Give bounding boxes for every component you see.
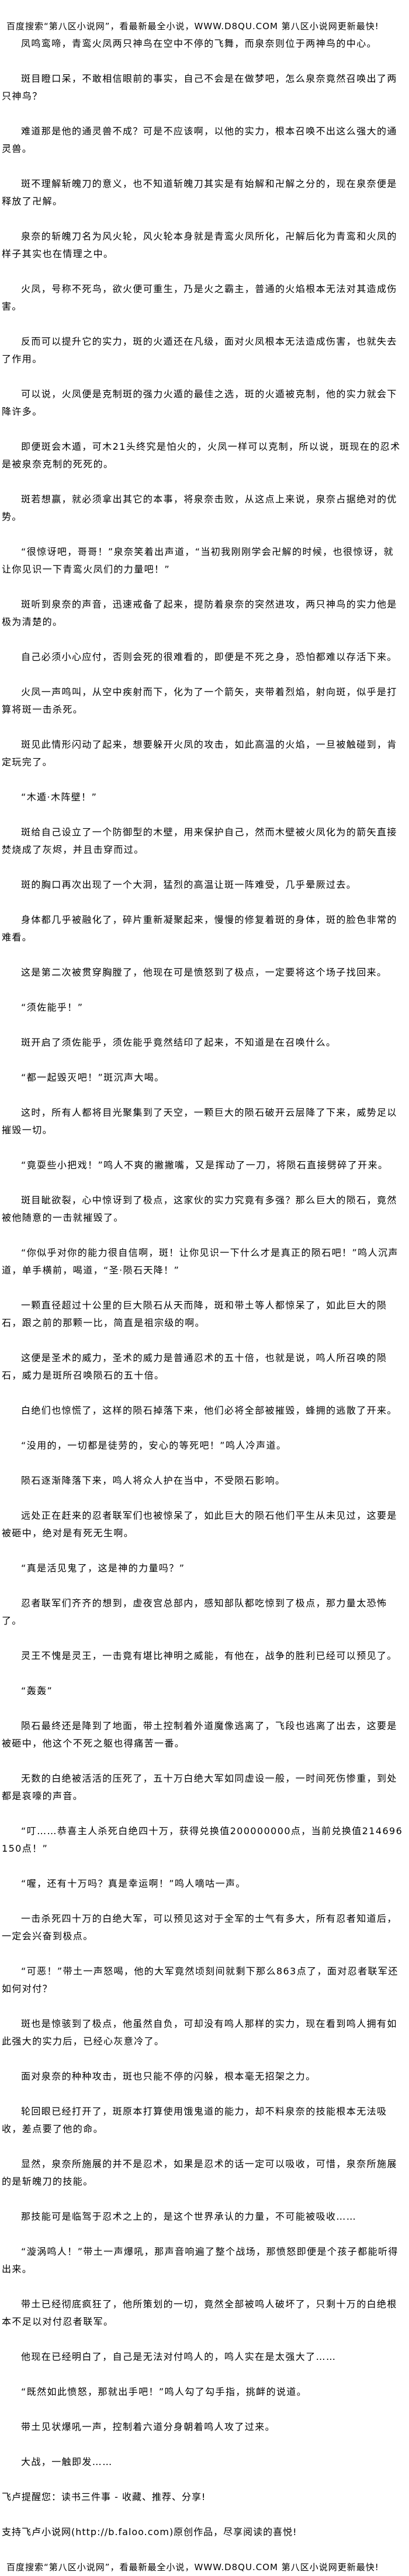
paragraph: 泉奈的斩魄刀名为风火轮，风火轮本身就是青鸾火凤所化，卍解后化为青鸾和火凤的样子其… xyxy=(2,231,397,259)
paragraph: 即便斑会木遁，可木21头终究是怕火的，火凤一样可以克制，所以说，斑现在的忍术是被… xyxy=(2,441,401,470)
site-banner-bottom: 百度搜索“第八区小说网”，看最新最全小说，WWW.D8QU.COM 第八区小说网… xyxy=(6,2562,379,2572)
paragraph: 斑若想赢，就必须拿出其它的本事，将泉奈击败，从这点上来说，泉奈占据绝对的优势。 xyxy=(2,494,397,522)
paragraph: 斑不理解斩魄刀的意义，也不知道斩魄刀其实是有始解和卍解之分的，现在泉奈便是释放了… xyxy=(2,178,397,207)
paragraph: 斑也是惊骇到了极点，他虽然自负，可却没有鸣人那样的实力，现在看到鸣人拥有如此强大… xyxy=(2,2018,397,2047)
paragraph: 带土见状爆吼一声，控制着六道分身朝着鸣人攻了过来。 xyxy=(21,2421,276,2432)
paragraph: “须佐能乎！” xyxy=(21,1002,84,1013)
paragraph: “木遁·木阵壁！” xyxy=(21,791,98,803)
paragraph: “没用的，一切都是徒劳的，安心的等死吧！”鸣人冷声道。 xyxy=(21,1440,287,1451)
paragraph: “竟耍些小把戏！”鸣人不爽的撇撇嘴，又是挥动了一刀，将陨石直接劈碎了开来。 xyxy=(21,1159,389,1171)
paragraph: 斑给自己设立了一个防御型的木壁，用来保护自己，然而木壁被火凤化为的箭矢直接焚烧成… xyxy=(2,827,397,855)
paragraph: 陨石最终还是降到了地面，带土控制着外道魔像逃离了，飞段也逃离了出去，这要是被砸中… xyxy=(2,1720,397,1749)
paragraph: 凤鸣鸾啼，青鸾火凤两只神鸟在空中不停的飞舞，而泉奈则位于两神鸟的中心。 xyxy=(21,38,377,49)
paragraph: 斑开启了须佐能乎，须佐能乎竟然结印了起来，不知道是在召唤什么。 xyxy=(21,1037,337,1048)
paragraph: 反而可以提升它的实力，斑的火遁还在凡级，面对火凤根本无法造成伤害，也就失去了作用… xyxy=(2,336,397,364)
paragraph: “叮……恭喜主人杀死白绝四十万，获得兑换值200000000点，当前兑换值214… xyxy=(2,1825,403,1854)
paragraph: 这是第二次被贯穿胸膛了，他现在可是愤怒到了极点，一定要将这个场子找回来。 xyxy=(21,967,387,978)
paragraph: 斑目眦欲裂，心中惊讶到了极点，这家伙的实力究竟有多强？那么巨大的陨石，竟然被他随… xyxy=(2,1195,397,1223)
paragraph: 陨石逐渐降落下来，鸣人将众人护在当中，不受陨石影响。 xyxy=(21,1475,286,1486)
paragraph: “轰轰” xyxy=(21,1685,53,1696)
support-link-text: 支持飞卢小说网(http://b.faloo.com)原创作品，尽享阅读的喜悦! xyxy=(2,2526,297,2537)
paragraph: 他现在已经明白了，自己是无法对付鸣人的，鸣人实在是太强大了…… xyxy=(21,2351,337,2362)
paragraph: 轮回眼已经打开了，斑原本打算使用饿鬼道的能力，却不料泉奈的技能根本无法吸收，差点… xyxy=(2,2106,387,2134)
paragraph: 斑听到泉奈的声音，迅速戒备了起来，提防着泉奈的突然进攻，两只神鸟的实力他是极为清… xyxy=(2,599,397,627)
paragraph: 一击杀死四十万的白绝大军，可以预见这对于全军的士气有多大，所有忍者知道后，一定会… xyxy=(2,1913,397,1942)
paragraph: 显然，泉奈所施展的并不是忍术，如果是忍术的话一定可以吸收，可惜，泉奈所施展的是斩… xyxy=(2,2158,397,2187)
site-banner-top: 百度搜索“第八区小说网”，看最新最全小说，WWW.D8QU.COM 第八区小说网… xyxy=(6,21,379,32)
paragraph: 灵王不愧是灵王，一击竟有堪比神明之威能，有他在，战争的胜利已经可以预见了。 xyxy=(21,1650,397,1661)
chapter-body: 凤鸣鸾啼，青鸾火凤两只神鸟在空中不停的飞舞，而泉奈则位于两神鸟的中心。斑目瞪口呆… xyxy=(2,35,403,2471)
paragraph: 那技能可是临驾于忍术之上的，是这个世界承认的力量，不可能被吸收…… xyxy=(21,2211,357,2222)
paragraph: 一颗直径超过十公里的巨大陨石从天而降，斑和带土等人都惊呆了，如此巨大的陨石，跟之… xyxy=(2,1300,387,1328)
paragraph: “漩涡鸣人！”带土一声爆吼，那声音响遍了整个战场，那愤怒即便是个孩子都能听得出来… xyxy=(2,2246,398,2275)
paragraph: 难道那是他的通灵兽不成？可是不应该啊，以他的实力，根本召唤不出这么强大的通灵兽。 xyxy=(2,126,397,154)
paragraph: 身体都几乎被融化了，碎片重新凝聚起来，慢慢的修复着斑的身体，斑的脸色非常的难看。 xyxy=(2,914,397,943)
paragraph: 面对泉奈的种种攻击，斑也只能不停的闪躲，根本毫无招架之力。 xyxy=(21,2071,316,2082)
paragraph: “喔，还有十万吗？真是幸运啊！”鸣人嘀咕一声。 xyxy=(21,1878,246,1889)
paragraph: 带土已经彻底疯狂了，他所策划的一切，竟然全部被鸣人破坏了，只剩十万的白绝根本不足… xyxy=(2,2299,397,2327)
paragraph: 这便是圣术的威力，圣术的威力是普通忍术的五十倍，也就是说，鸣人所召唤的陨石，威力… xyxy=(2,1352,387,1381)
paragraph: 这时，所有人都将目光聚集到了天空，一颗巨大的陨石破开云层降了下来，威势足以摧毁一… xyxy=(2,1107,397,1136)
paragraph: 远处正在赶来的忍者联军们也被惊呆了，如此巨大的陨石他们平生从未见过，这要是被砸中… xyxy=(2,1510,397,1539)
paragraph: “你似乎对你的能力很自信啊，斑！让你见识一下什么才是真正的陨石吧！”鸣人沉声道，… xyxy=(2,1247,398,1276)
paragraph: 斑见此情形闪动了起来，想要躲开火凤的攻击，如此高温的火焰，一旦被触碰到，肯定玩完… xyxy=(2,739,397,768)
paragraph: “真是活见鬼了，这是神的力量吗？” xyxy=(21,1563,185,1574)
paragraph: 自己必须小心应付，否则会死的很难看的，即便是不死之身，恐怕都难以存活下来。 xyxy=(21,651,397,662)
paragraph: “都一起毁灭吧！”斑沉声大喝。 xyxy=(21,1072,165,1083)
paragraph: 大战，一触即发…… xyxy=(21,2456,113,2467)
paragraph: “很惊讶吧，哥哥！”泉奈笑着出声道，“当初我刚刚学会卍解的时候，也很惊讶，就让你… xyxy=(2,546,394,575)
paragraph: “可恶！”带土一声怒喝，他的大军竟然顷刻间就剩下那么863点了，面对忍者联军还如… xyxy=(2,1966,398,1994)
reading-reminder: 飞卢提醒您：读书三件事 - 收藏、推荐、分享! xyxy=(2,2491,206,2502)
paragraph: “既然如此愤怒，那就出手吧！”鸣人勾了勾手指，挑衅的说道。 xyxy=(21,2386,307,2397)
paragraph: 可以说，火凤便是克制斑的强力火遁的最佳之选，斑的火遁被克制，他的实力就会下降许多… xyxy=(2,388,397,417)
paragraph: 无数的白绝被活活的压死了，五十万白绝大军如同虚设一般，一时间死伤惨重，到处都是哀… xyxy=(2,1773,397,1801)
paragraph: 火凤一声鸣叫，从空中疾射而下，化为了一个箭矢，夹带着烈焰，射向斑，似乎是打算将斑… xyxy=(2,686,397,715)
paragraph: 斑目瞪口呆，不敢相信眼前的事实，自己不会是在做梦吧，怎么泉奈竟然召唤出了两只神鸟… xyxy=(2,73,397,102)
paragraph: 白绝们也惊慌了，这样的陨石掉落下来，他们必将全部被摧毁，蜂拥的逃散了开来。 xyxy=(21,1405,397,1416)
paragraph: 忍者联军们齐齐的想到，虚夜宫总部内，感知部队都吃惊到了极点，那力量太恐怖了。 xyxy=(2,1598,387,1626)
paragraph: 斑的胸口再次出现了一个大洞，猛烈的高温让斑一阵难受，几乎晕厥过去。 xyxy=(21,879,357,890)
paragraph: 火凤，号称不死鸟，欲火便可重生，乃是火之霸主，普通的火焰根本无法对其造成伤害。 xyxy=(2,283,397,312)
